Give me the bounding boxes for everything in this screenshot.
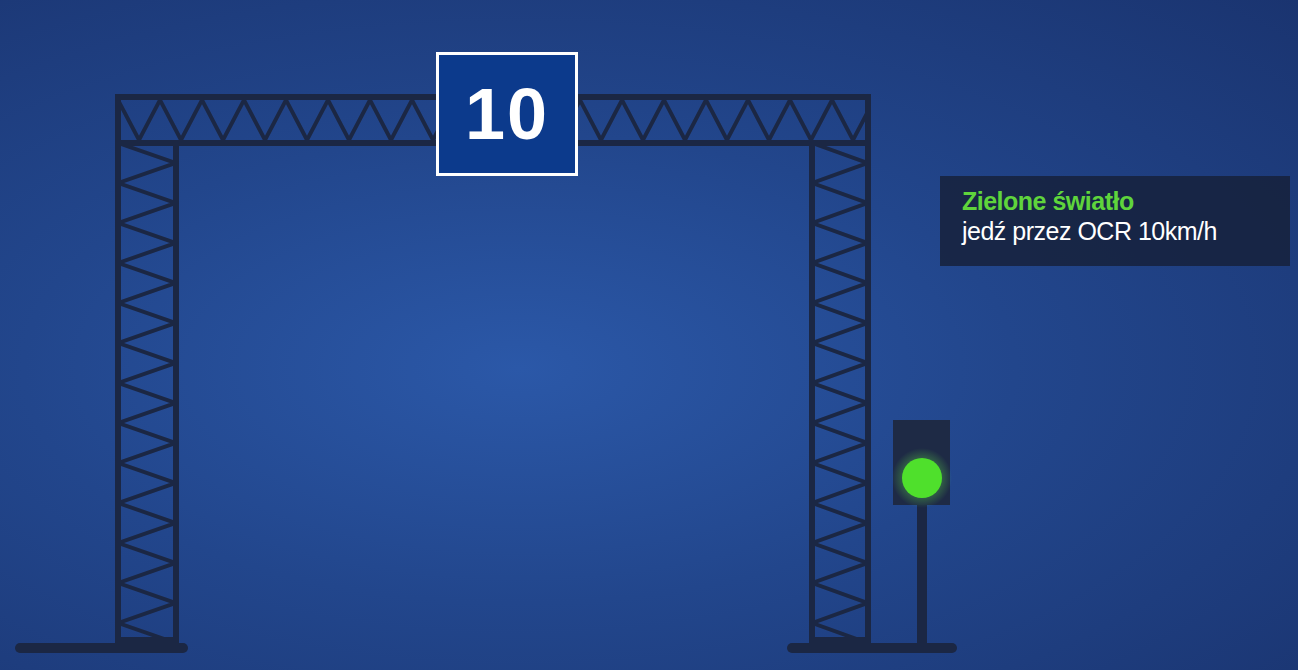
right-base [792,643,952,653]
green-lamp [902,458,942,498]
right-column [812,143,868,640]
right-column-lattice [812,143,868,640]
speed-number: 10 [465,78,549,150]
speed-sign: 10 [436,52,578,176]
left-column-lattice [118,143,176,640]
signal-heading: Zielone światło [962,186,1276,216]
instruction-text: jedź przez OCR 10km/h [962,216,1276,246]
left-column [118,143,176,640]
traffic-light [892,420,952,646]
truss-gantry [20,97,952,648]
light-glow [892,448,952,508]
instruction-box: Zielone światłojedź przez OCR 10km/h [940,176,1290,266]
left-base [20,643,183,653]
light-pole [917,500,927,646]
